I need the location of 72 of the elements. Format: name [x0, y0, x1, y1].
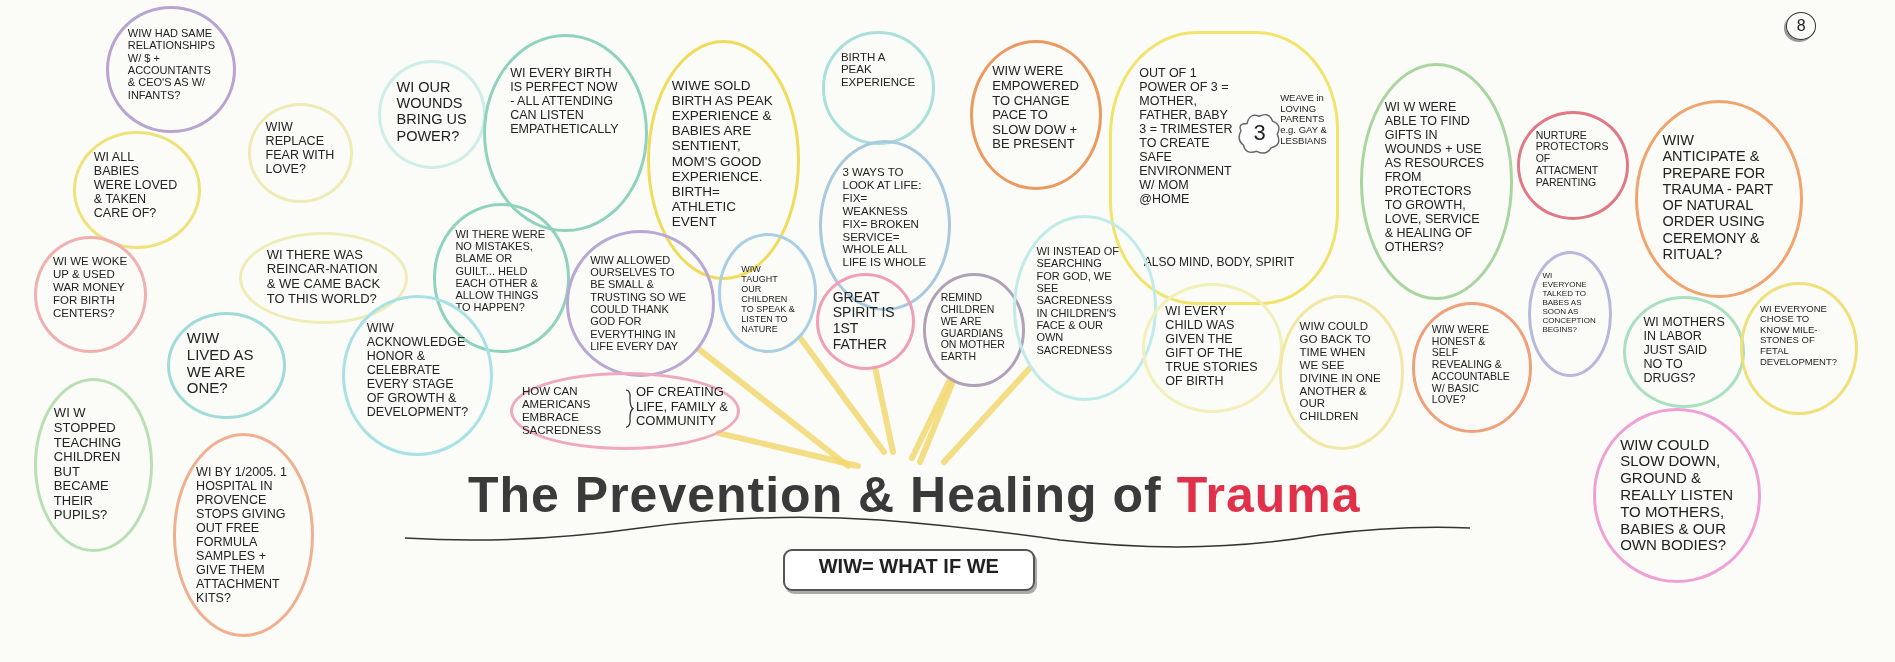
bubble-text: WIW ANTICIPATE & PREPARE FOR TRAUMA - PART OF NATURAL ORDER USING CEREMONY & RITUAL?: [1662, 132, 1774, 264]
thought-bubble: [970, 39, 1103, 190]
side-note: WEAVE in LOVING PARENTS e.g. GAY & LESBIANS: [1280, 93, 1328, 148]
thought-bubble: [106, 6, 236, 133]
bubble-text: ALSO MIND, BODY, SPIRIT: [1143, 256, 1296, 272]
bubble-text: WI EVERYONE TALKED TO BABES AS SOON AS CONCEPTION BEGINS?: [1542, 272, 1597, 337]
thought-bubble: [821, 31, 936, 145]
bubble-text: WI EVERY CHILD WAS GIVEN THE GIFT OF THE TRUE STORIES OF BIRTH: [1165, 304, 1259, 391]
ray-line: [909, 376, 953, 461]
bubble-text: WI WE WOKE UP & USED WAR MONEY FOR BIRTH CENTERS?: [52, 255, 129, 321]
thought-bubble: [923, 273, 1025, 387]
thought-bubble: [483, 33, 648, 232]
bubble-text: WIW LIVED AS WE ARE ONE?: [186, 330, 255, 399]
thought-bubble: [565, 229, 716, 378]
thought-bubble: [1592, 408, 1761, 583]
thought-bubble: [1527, 251, 1613, 378]
bubble-text: WI EVERYONE CHOSE TO KNOW MILE-STONES OF FETAL DEVELOPMENT?: [1759, 303, 1838, 369]
thought-bubble: [1359, 62, 1514, 300]
bubble-text: HOW CAN AMERICANS EMBRACE SACREDNESS: [521, 385, 603, 437]
bubble-text: WIW COULD SLOW DOWN, GROUND & REALLY LISTEN TO MOTHERS, BABIES & OUR OWN BODIES?: [1620, 436, 1734, 555]
bubble-text: 3 WAYS TO LOOK AT LIFE: FIX= WEAKNESS FIX= BROKEN SERVICE= WHOLE ALL LIFE IS WHOLE: [842, 166, 928, 271]
bubble-text: OUT OF 1 POWER OF 3 = MOTHER, FATHER, BABY 3 = TRIMESTER TO CREATE SAFE ENVIRONMENT W/ MOM @HOME: [1139, 66, 1234, 209]
thought-bubble: [33, 378, 154, 553]
bubble-text: WIW ALLOWED OURSELVES TO BE SMALL & TRUSTING SO WE COULD THANK GOD FOR EVERYTHING IN LIFE EVERY DAY: [590, 253, 688, 353]
bubble-text: NURTURE PROTECTORS OF ATTACMENT PARENTING: [1535, 129, 1610, 190]
thought-bubble: [172, 432, 315, 637]
thought-bubble: [815, 273, 915, 370]
thought-bubble: [1623, 296, 1746, 409]
thought-bubble: [1411, 302, 1533, 433]
thought-bubble: [247, 102, 353, 203]
ray-line: [917, 378, 956, 465]
bubble-text: WI ALL BABIES WERE LOVED & TAKEN CARE OF?: [93, 150, 179, 223]
bubble-text: WIW WERE HONEST & SELF REVEALING & ACCOUNTABLE W/ BASIC LOVE?: [1431, 323, 1511, 408]
bubble-text: WI BY 1/2005. 1 HOSPITAL IN PROVENCE STOPS GIVING OUT FREE FORMULA SAMPLES + GIVE THEM ATTACHMENT KITS?: [196, 465, 288, 605]
thought-bubble: [1142, 282, 1284, 414]
ray-line: [941, 365, 1033, 465]
bubble-text: WIW ACKNOWLEDGE HONOR & CELEBRATE EVERY STAGE OF GROWTH & DEVELOPMENT?: [366, 321, 469, 422]
thought-bubble: [1516, 111, 1630, 220]
definition-text: WIW= WHAT IF WE: [817, 554, 1000, 579]
bubble-text: WI W STOPPED TEACHING CHILDREN BUT BECAME THEIR PUPILS?: [53, 406, 123, 525]
thought-bubble: [510, 372, 740, 450]
bubble-text: WIW WERE EMPOWERED TO CHANGE PACE TO SLOW DOW + BE PRESENT: [992, 64, 1080, 154]
bubble-text: WI OUR WOUNDS BRING US POWER?: [396, 78, 468, 146]
bubble-text: REMIND CHILDREN WE ARE GUARDIANS ON MOTHER EARTH: [940, 292, 1006, 364]
title: The Prevention & Healing of Trauma: [468, 470, 1361, 520]
thought-bubble: [1635, 100, 1804, 299]
thought-bubble: [33, 235, 148, 353]
bubble-text: GREAT SPIRIT IS 1ST FATHER: [832, 289, 896, 354]
thought-bubble: [378, 60, 486, 170]
thought-bubble: [166, 311, 287, 420]
definition-box: [783, 548, 1035, 591]
bubble-text: WIWE SOLD BIRTH AS PEAK EXPERIENCE & BABIES ARE SENTIENT, MOM'S GOOD EXPERIENCE. BIRTH= ATHLETIC EVENT: [671, 78, 774, 232]
bubble-text: WI THERE WAS REINCAR-NATION & WE CAME BACK TO THIS WORLD?: [266, 247, 381, 308]
thought-bubble: [1278, 294, 1405, 450]
ray-line: [715, 430, 861, 469]
bubble-text: BIRTH A PEAK EXPERIENCE: [840, 50, 917, 91]
ray-line: [797, 334, 887, 455]
thought-bubble: [72, 130, 201, 249]
thought-bubble: [1740, 281, 1858, 415]
thought-bubble: [717, 233, 817, 353]
bubble-text: OF CREATING LIFE, FAMILY & COMMUNITY: [636, 385, 729, 431]
bubble-text: WI EVERY BIRTH IS PERFECT NOW - ALL ATTENDING CAN LISTEN EMPATHETICALLY: [510, 65, 620, 138]
thought-bubble: [239, 232, 409, 324]
page-number: 8: [1795, 16, 1807, 36]
bubble-text: WI INSTEAD OF SEARCHING FOR GOD, WE SEE SACREDNESS IN CHILDREN'S FACE & OUR OWN SACREDNESS: [1036, 245, 1120, 358]
bubble-text: WI MOTHERS IN LABOR JUST SAID NO TO DRUGS?: [1643, 315, 1725, 388]
bubble-text: WIW COULD GO BACK TO TIME WHEN WE SEE DIVINE IN ONE ANOTHER & OUR CHILDREN: [1299, 320, 1382, 425]
bubble-text: WIW HAD SAME RELATIONSHIPS W/ $ + ACCOUNTANTS & CEO'S AS W/ INFANTS?: [127, 27, 215, 103]
bubble-text: WIW REPLACE FEAR WITH LOVE?: [265, 119, 335, 178]
bubble-text: WI W WERE ABLE TO FIND GIFTS IN WOUNDS + USE AS RESOURCES FROM PROTECTORS TO GROWTH, LOVE, SERVICE & HEALING OF OTHERS?: [1384, 100, 1486, 257]
ray-line: [696, 346, 851, 469]
number-text: 3: [1252, 119, 1267, 148]
